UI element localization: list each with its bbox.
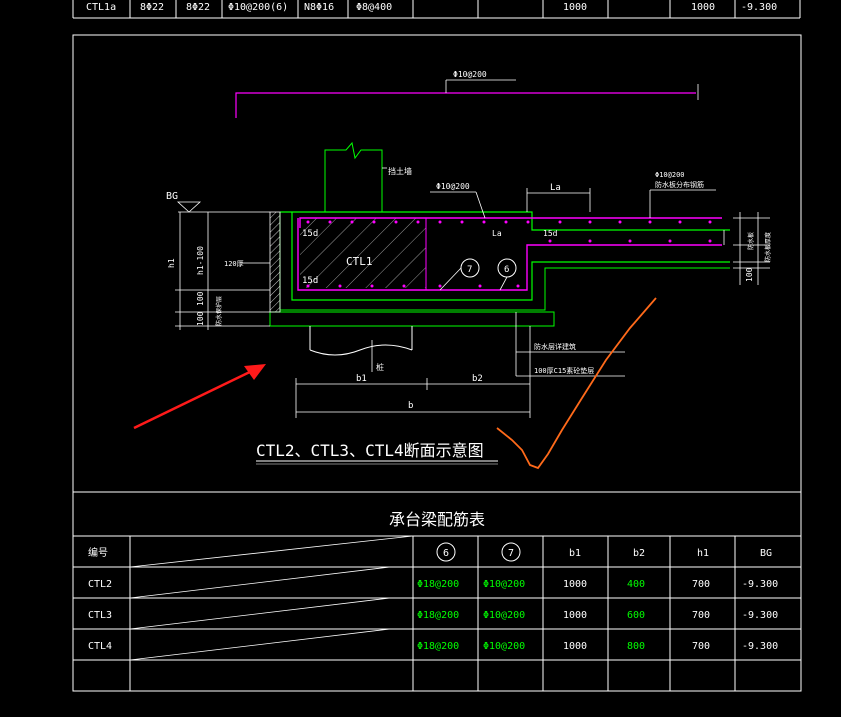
beam-hatch (300, 218, 426, 288)
svg-text:1000: 1000 (563, 579, 587, 590)
svg-text:-9.300: -9.300 (742, 579, 778, 590)
brick-wall (269, 211, 281, 313)
top-cell-4: N8Φ16 (304, 2, 334, 13)
annotation-red-arrow (133, 364, 266, 430)
top-rebar-line (235, 92, 696, 118)
top-cell-0: CTL1a (86, 2, 116, 13)
svg-text:Φ18@200: Φ18@200 (417, 610, 459, 621)
svg-text:800: 800 (627, 641, 645, 652)
header-b2: b2 (633, 548, 645, 559)
svg-text:-9.300: -9.300 (742, 641, 778, 652)
svg-text:CTL3: CTL3 (88, 610, 112, 621)
svg-text:700: 700 (692, 641, 710, 652)
header-b1: b1 (569, 548, 581, 559)
header-id: 编号 (88, 546, 108, 559)
top-table-row (72, 0, 801, 19)
header-h1: h1 (697, 548, 709, 559)
label-waterproof-left: 防水保护层 (215, 296, 223, 326)
wall-label: 挡土墙 (388, 166, 412, 176)
header-circle-6 (436, 542, 456, 562)
dim-100-right: 100 (745, 267, 754, 282)
svg-text:CTL4: CTL4 (88, 641, 112, 652)
top-rebar-label: Φ10@200 (453, 70, 487, 79)
top-cell-2: 8Φ22 (186, 2, 210, 13)
svg-text:-9.300: -9.300 (742, 610, 778, 621)
section-drawing: Φ10@200 挡土墙 15d 15d CTL1 15d (166, 70, 772, 465)
middle-rebar-label: Φ10@200 (436, 182, 470, 191)
hook-15d-bottom: 15d (302, 276, 318, 286)
table-body: CTL2 Φ18@200 Φ10@200 1000 400 700 -9.300… (88, 579, 778, 652)
header-6: 6 (443, 548, 449, 559)
label-120: 120厚 (224, 260, 244, 268)
svg-text:Φ10@200: Φ10@200 (483, 610, 525, 621)
dim-b: b (408, 401, 413, 411)
dim-h1: h1 (167, 258, 176, 268)
top-cell-10: -9.300 (741, 2, 777, 13)
annotation-orange-mark (496, 297, 657, 470)
svg-text:Φ18@200: Φ18@200 (417, 641, 459, 652)
dim-100a: 100 (196, 291, 205, 306)
top-cell-1: 8Φ22 (140, 2, 164, 13)
dim-h1-minus: h1-100 (196, 246, 205, 275)
label-bottom-2: 100厚C15素砼垫层 (534, 366, 594, 375)
svg-text:7: 7 (467, 265, 472, 275)
pile-label: 桩 (376, 362, 384, 372)
table-row: CTL3 Φ18@200 Φ10@200 1000 600 700 -9.300 (88, 610, 778, 621)
la-top: La (550, 183, 561, 193)
svg-text:400: 400 (627, 579, 645, 590)
svg-text:Φ10@200: Φ10@200 (483, 579, 525, 590)
section-title: CTL2、CTL3、CTL4断面示意图 (256, 441, 484, 460)
bg-label: BG (166, 191, 178, 202)
svg-text:1000: 1000 (563, 641, 587, 652)
label-bottom-1: 防水层详建筑 (534, 342, 576, 351)
hook-15d-top: 15d (302, 229, 318, 239)
dim-b1: b1 (356, 374, 367, 384)
la-inner: La (492, 229, 502, 238)
right-rebar-label: Φ10@200 (655, 171, 685, 179)
label-waterproof-right: 防水板 (747, 232, 755, 250)
svg-text:700: 700 (692, 610, 710, 621)
svg-text:Φ18@200: Φ18@200 (417, 579, 459, 590)
svg-text:700: 700 (692, 579, 710, 590)
table-title: 承台梁配筋表 (389, 510, 485, 529)
top-cell-3: Φ10@200(6) (228, 2, 288, 13)
table-row: CTL2 Φ18@200 Φ10@200 1000 400 700 -9.300 (88, 579, 778, 590)
dim-b2: b2 (472, 374, 483, 384)
drawing-frame (72, 34, 802, 692)
table-header: 编号 6 7 b1 b2 h1 BG (88, 542, 772, 562)
beam-label: CTL1 (346, 255, 373, 268)
rebar-table (73, 535, 801, 691)
label-waterproof-right2: 防水板厚度 (764, 232, 772, 262)
top-cell-5: Φ8@400 (356, 2, 392, 13)
right-rebar-note: 防水板分布钢筋 (655, 180, 704, 189)
top-cell-9: 1000 (691, 2, 715, 13)
retaining-wall (324, 141, 383, 212)
top-row-cells: CTL1a 8Φ22 8Φ22 Φ10@200(6) N8Φ16 Φ8@400 … (86, 2, 777, 13)
header-bg: BG (760, 548, 772, 559)
hook-15d-right: 15d (543, 229, 558, 238)
dim-100b: 100 (196, 311, 205, 326)
svg-text:CTL2: CTL2 (88, 579, 112, 590)
pile-break (309, 344, 413, 356)
top-cell-7: 1000 (563, 2, 587, 13)
svg-text:600: 600 (627, 610, 645, 621)
svg-text:1000: 1000 (563, 610, 587, 621)
blinding-layer (269, 311, 555, 327)
svg-text:6: 6 (504, 265, 509, 275)
header-circle-7 (501, 542, 521, 562)
table-row: CTL4 Φ18@200 Φ10@200 1000 800 700 -9.300 (88, 641, 778, 652)
svg-text:Φ10@200: Φ10@200 (483, 641, 525, 652)
header-7: 7 (508, 548, 514, 559)
